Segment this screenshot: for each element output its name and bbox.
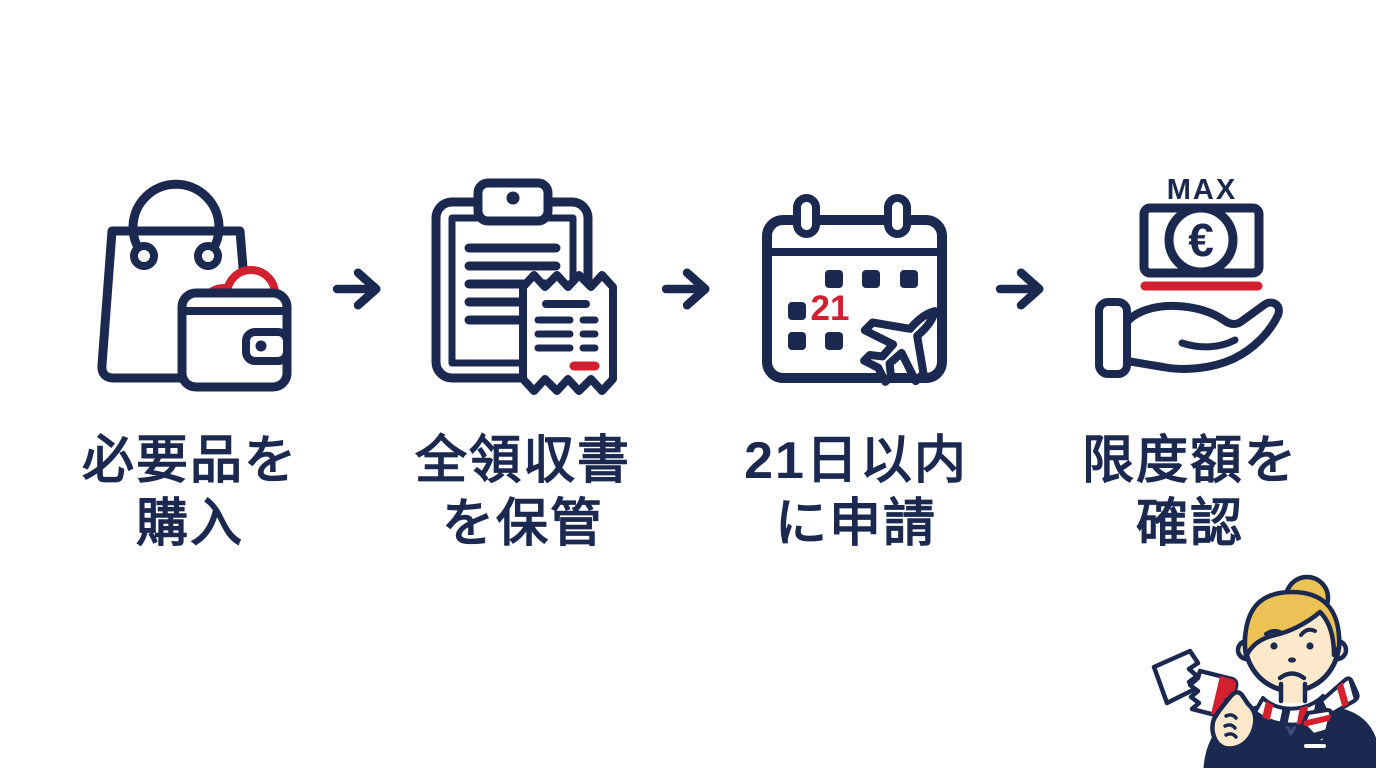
step-2-label-line1: 全領収書 (414, 432, 631, 490)
step-3-label-line2: に申請 (774, 495, 937, 553)
worried-flight-attendant-illustration (1151, 574, 1376, 768)
step-2-label-line2: を保管 (441, 495, 604, 553)
step-4-label-line1: 限度額を (1081, 432, 1298, 490)
arrow-right-icon (661, 268, 710, 310)
calendar-airplane-icon: 21 (762, 194, 947, 386)
arrow-right-icon (332, 268, 381, 310)
hair (1242, 589, 1342, 660)
frown-mouth (1277, 671, 1307, 681)
hand (1210, 690, 1258, 751)
shopping-bag-wallet-icon (97, 179, 292, 392)
step-1-label: 必要品を 購入 (10, 430, 370, 556)
step-1-label-line2: 購入 (135, 495, 244, 553)
arrow-right-icon (995, 268, 1044, 310)
clipboard-receipt-icon (431, 178, 617, 395)
step-4-label-line2: 確認 (1135, 495, 1244, 553)
euro-symbol: € (1188, 214, 1214, 266)
step-3-label-line1: 21日以内 (744, 432, 968, 490)
max-money-hand-icon: MAX € (1095, 174, 1283, 378)
max-label: MAX (1167, 174, 1237, 206)
step-3-label: 21日以内 に申請 (676, 430, 1036, 556)
step-4-label: 限度額を 確認 (1010, 430, 1370, 556)
calendar-day-number: 21 (811, 289, 850, 328)
step-1-label-line1: 必要品を (81, 432, 298, 490)
step-2-label: 全領収書 を保管 (343, 430, 703, 556)
